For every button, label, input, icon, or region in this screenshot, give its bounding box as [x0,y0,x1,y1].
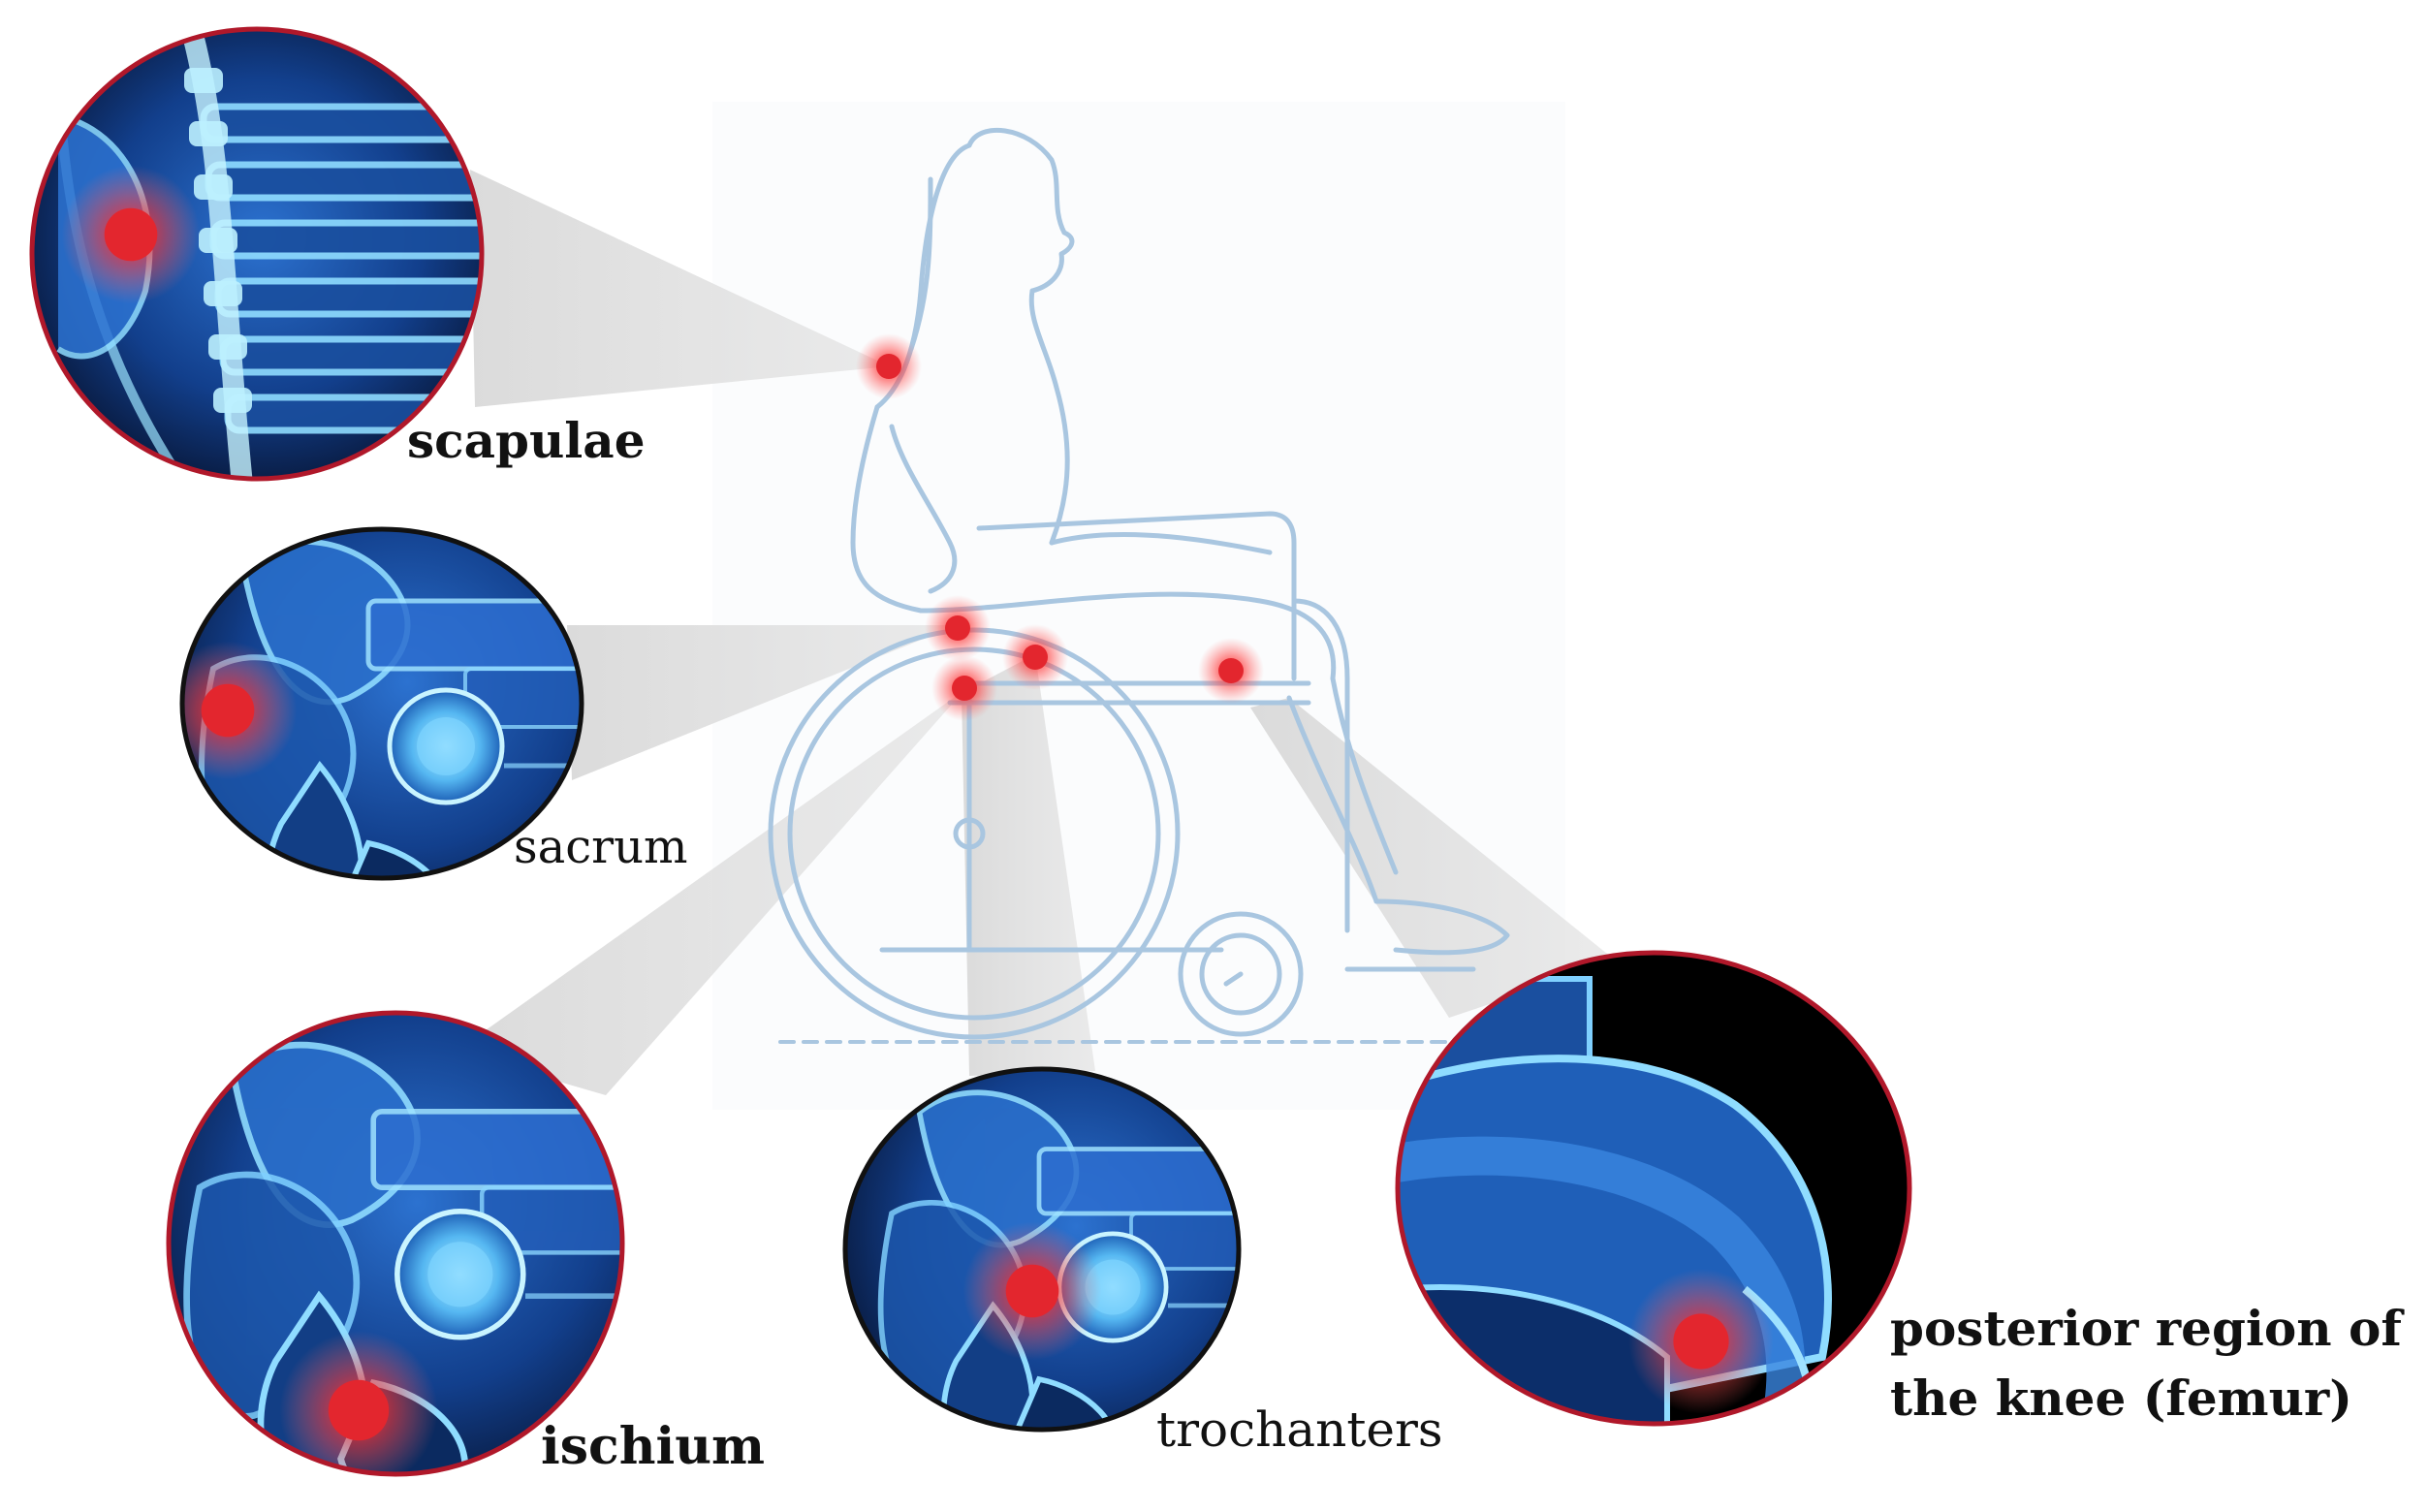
pressure-dot-trochanters [1002,624,1068,690]
label-sacrum: sacrum [514,820,688,874]
callout-trochanters [842,1066,1242,1433]
pressure-dot-sacrum [925,595,991,661]
beam-knee [1250,698,1617,1018]
beam-ischium [456,690,964,1095]
beam-scapulae [470,170,890,407]
label-knee-line1: posterior region of [1890,1300,2405,1357]
callout-sacrum [179,526,584,881]
callout-ischium [166,1010,625,1477]
callout-knee [1395,950,1912,1427]
callout-scapulae [29,26,485,482]
label-knee-line2: the knee (femur) [1890,1370,2352,1427]
beam-trochanters [962,654,1095,1076]
label-trochanters: trochanters [1156,1402,1443,1458]
pressure-dot-ischium [931,655,997,721]
label-scapulae: scapulae [407,412,646,469]
label-ischium: ischium [541,1417,765,1476]
pressure-dot-scapulae [856,333,922,399]
pressure-dot-knee [1198,638,1264,704]
